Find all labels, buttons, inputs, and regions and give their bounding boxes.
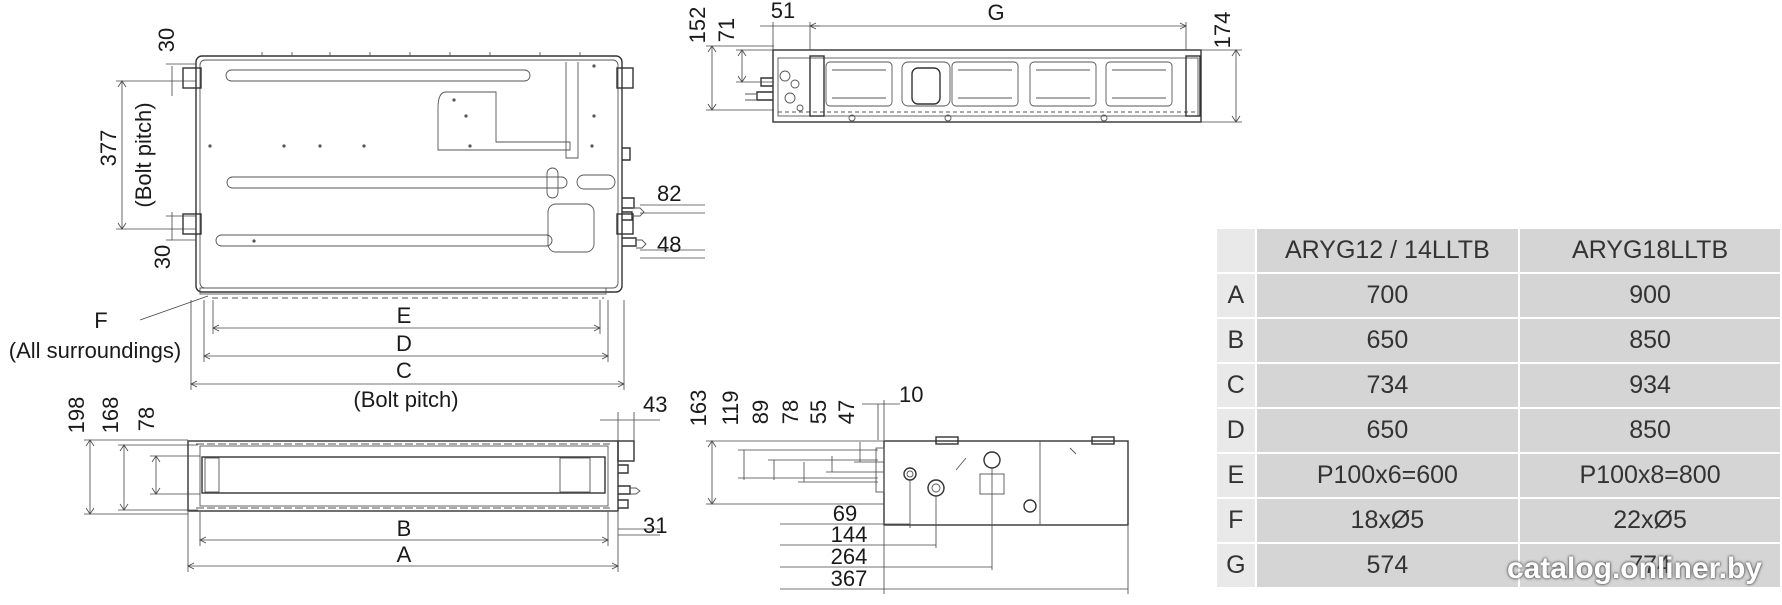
table-cell: 850 (1518, 407, 1782, 454)
dim-367: 367 (831, 566, 868, 591)
table-cell: 734 (1254, 362, 1521, 409)
table-cell: 18xØ5 (1254, 497, 1521, 544)
table-cell: 574 (1254, 542, 1521, 589)
row-label: E (1215, 452, 1257, 499)
table-cell: 650 (1254, 407, 1521, 454)
dim-377: 377 (96, 130, 121, 167)
dim-78-side: 78 (778, 400, 803, 424)
watermark: catalog.onliner.by (1506, 552, 1762, 585)
label-g: G (987, 0, 1004, 25)
table-cell: 934 (1518, 362, 1782, 409)
dim-48: 48 (657, 232, 681, 257)
table-header-cell: ARYG18LLTB (1518, 227, 1782, 274)
table-row: D 650 850 (1215, 407, 1782, 454)
dim-31: 31 (643, 513, 667, 538)
dim-71: 71 (714, 18, 739, 42)
label-b: B (397, 516, 412, 541)
table-cell: 900 (1518, 272, 1782, 319)
top-view: 30 377 (Bolt pitch) 30 82 48 F (All surr… (9, 28, 705, 412)
dim-144: 144 (831, 522, 868, 547)
dim-82: 82 (657, 181, 681, 206)
dim-163: 163 (686, 390, 711, 427)
label-all-surroundings: (All surroundings) (9, 338, 181, 363)
dim-78-front: 78 (134, 407, 159, 431)
table-row: F 18xØ5 22xØ5 (1215, 497, 1782, 544)
row-label: C (1215, 362, 1257, 409)
table-cell: 774 (1518, 542, 1782, 589)
dim-51: 51 (771, 0, 795, 23)
dim-264: 264 (831, 544, 868, 569)
table-cell: 700 (1254, 272, 1521, 319)
row-label: G (1215, 542, 1257, 589)
table-cell: P100x8=800 (1518, 452, 1782, 499)
table-row: E P100x6=600 P100x8=800 (1215, 452, 1782, 499)
table-cell: 22xØ5 (1518, 497, 1782, 544)
dim-89: 89 (748, 400, 773, 424)
table-row: A 700 900 (1215, 272, 1782, 319)
label-e: E (397, 303, 412, 328)
dimension-table: ARYG12 / 14LLTB ARYG18LLTB A 700 900 B 6… (1215, 227, 1782, 589)
table-header-row: ARYG12 / 14LLTB ARYG18LLTB (1215, 227, 1782, 274)
table-cell: P100x6=600 (1254, 452, 1521, 499)
table-header-cell (1215, 227, 1257, 274)
front-view: 198 168 78 43 B 31 A (64, 392, 667, 572)
row-label: F (1215, 497, 1257, 544)
dim-55: 55 (806, 400, 831, 424)
label-d: D (396, 331, 412, 356)
dim-47: 47 (834, 400, 859, 424)
table-row: C 734 934 (1215, 362, 1782, 409)
table-header-cell: ARYG12 / 14LLTB (1254, 227, 1521, 274)
dim-152: 152 (685, 7, 710, 44)
table-cell: 650 (1254, 317, 1521, 364)
row-label: A (1215, 272, 1257, 319)
label-f: F (94, 308, 107, 333)
row-label: B (1215, 317, 1257, 364)
bolt-pitch-horizontal: (Bolt pitch) (353, 387, 458, 412)
row-label: D (1215, 407, 1257, 454)
table-row: B 650 850 (1215, 317, 1782, 364)
rear-view: 152 71 51 G 174 (685, 0, 1242, 123)
label-a: A (397, 542, 412, 567)
dim-168: 168 (98, 397, 123, 434)
dim-198: 198 (64, 397, 89, 434)
dim-174: 174 (1210, 12, 1235, 49)
bolt-pitch-vertical: (Bolt pitch) (131, 102, 156, 207)
dim-10: 10 (899, 382, 923, 407)
dim-30-top: 30 (154, 28, 179, 52)
dim-43: 43 (643, 392, 667, 417)
side-view: 163 119 89 78 55 47 10 69 144 264 367 (686, 382, 1129, 594)
dim-119: 119 (718, 390, 743, 425)
label-c: C (396, 358, 412, 383)
dim-69: 69 (833, 501, 857, 526)
dim-30-bottom: 30 (150, 245, 175, 269)
table-row: G 574 774 (1215, 542, 1782, 589)
table-cell: 850 (1518, 317, 1782, 364)
